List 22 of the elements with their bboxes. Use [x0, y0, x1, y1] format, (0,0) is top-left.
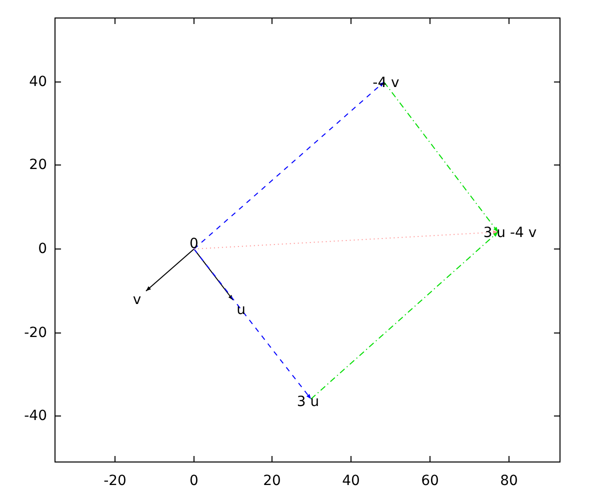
y-axis-tick-label: 20: [29, 157, 47, 173]
vector-label: v: [132, 292, 142, 308]
vector-label: u: [236, 302, 246, 318]
vector-label: -4 v: [372, 75, 400, 91]
y-axis-tick-label: 0: [38, 241, 47, 257]
x-axis-tick-label: 20: [263, 473, 281, 489]
y-axis-tick-label: 40: [29, 74, 47, 90]
vector-arrow: [194, 230, 498, 250]
vector-arrow: [384, 82, 498, 232]
x-axis-tick-label: 80: [500, 473, 518, 489]
vector-arrow: [310, 232, 498, 400]
vector-arrow: [194, 248, 312, 400]
x-axis-tick-label: 0: [190, 473, 198, 489]
vector-label: 3 u -4 v: [483, 225, 537, 241]
y-axis-tick-label: -20: [24, 325, 47, 341]
x-axis-tick-label: -20: [104, 473, 126, 489]
vector-label: 3 u: [296, 394, 320, 410]
x-axis-tick-label: 60: [421, 473, 439, 489]
vector-arrow: [146, 248, 194, 292]
x-axis-tick-label: 40: [342, 473, 360, 489]
y-axis-tick-label: -40: [24, 408, 47, 424]
vector-label: 0: [190, 236, 198, 252]
